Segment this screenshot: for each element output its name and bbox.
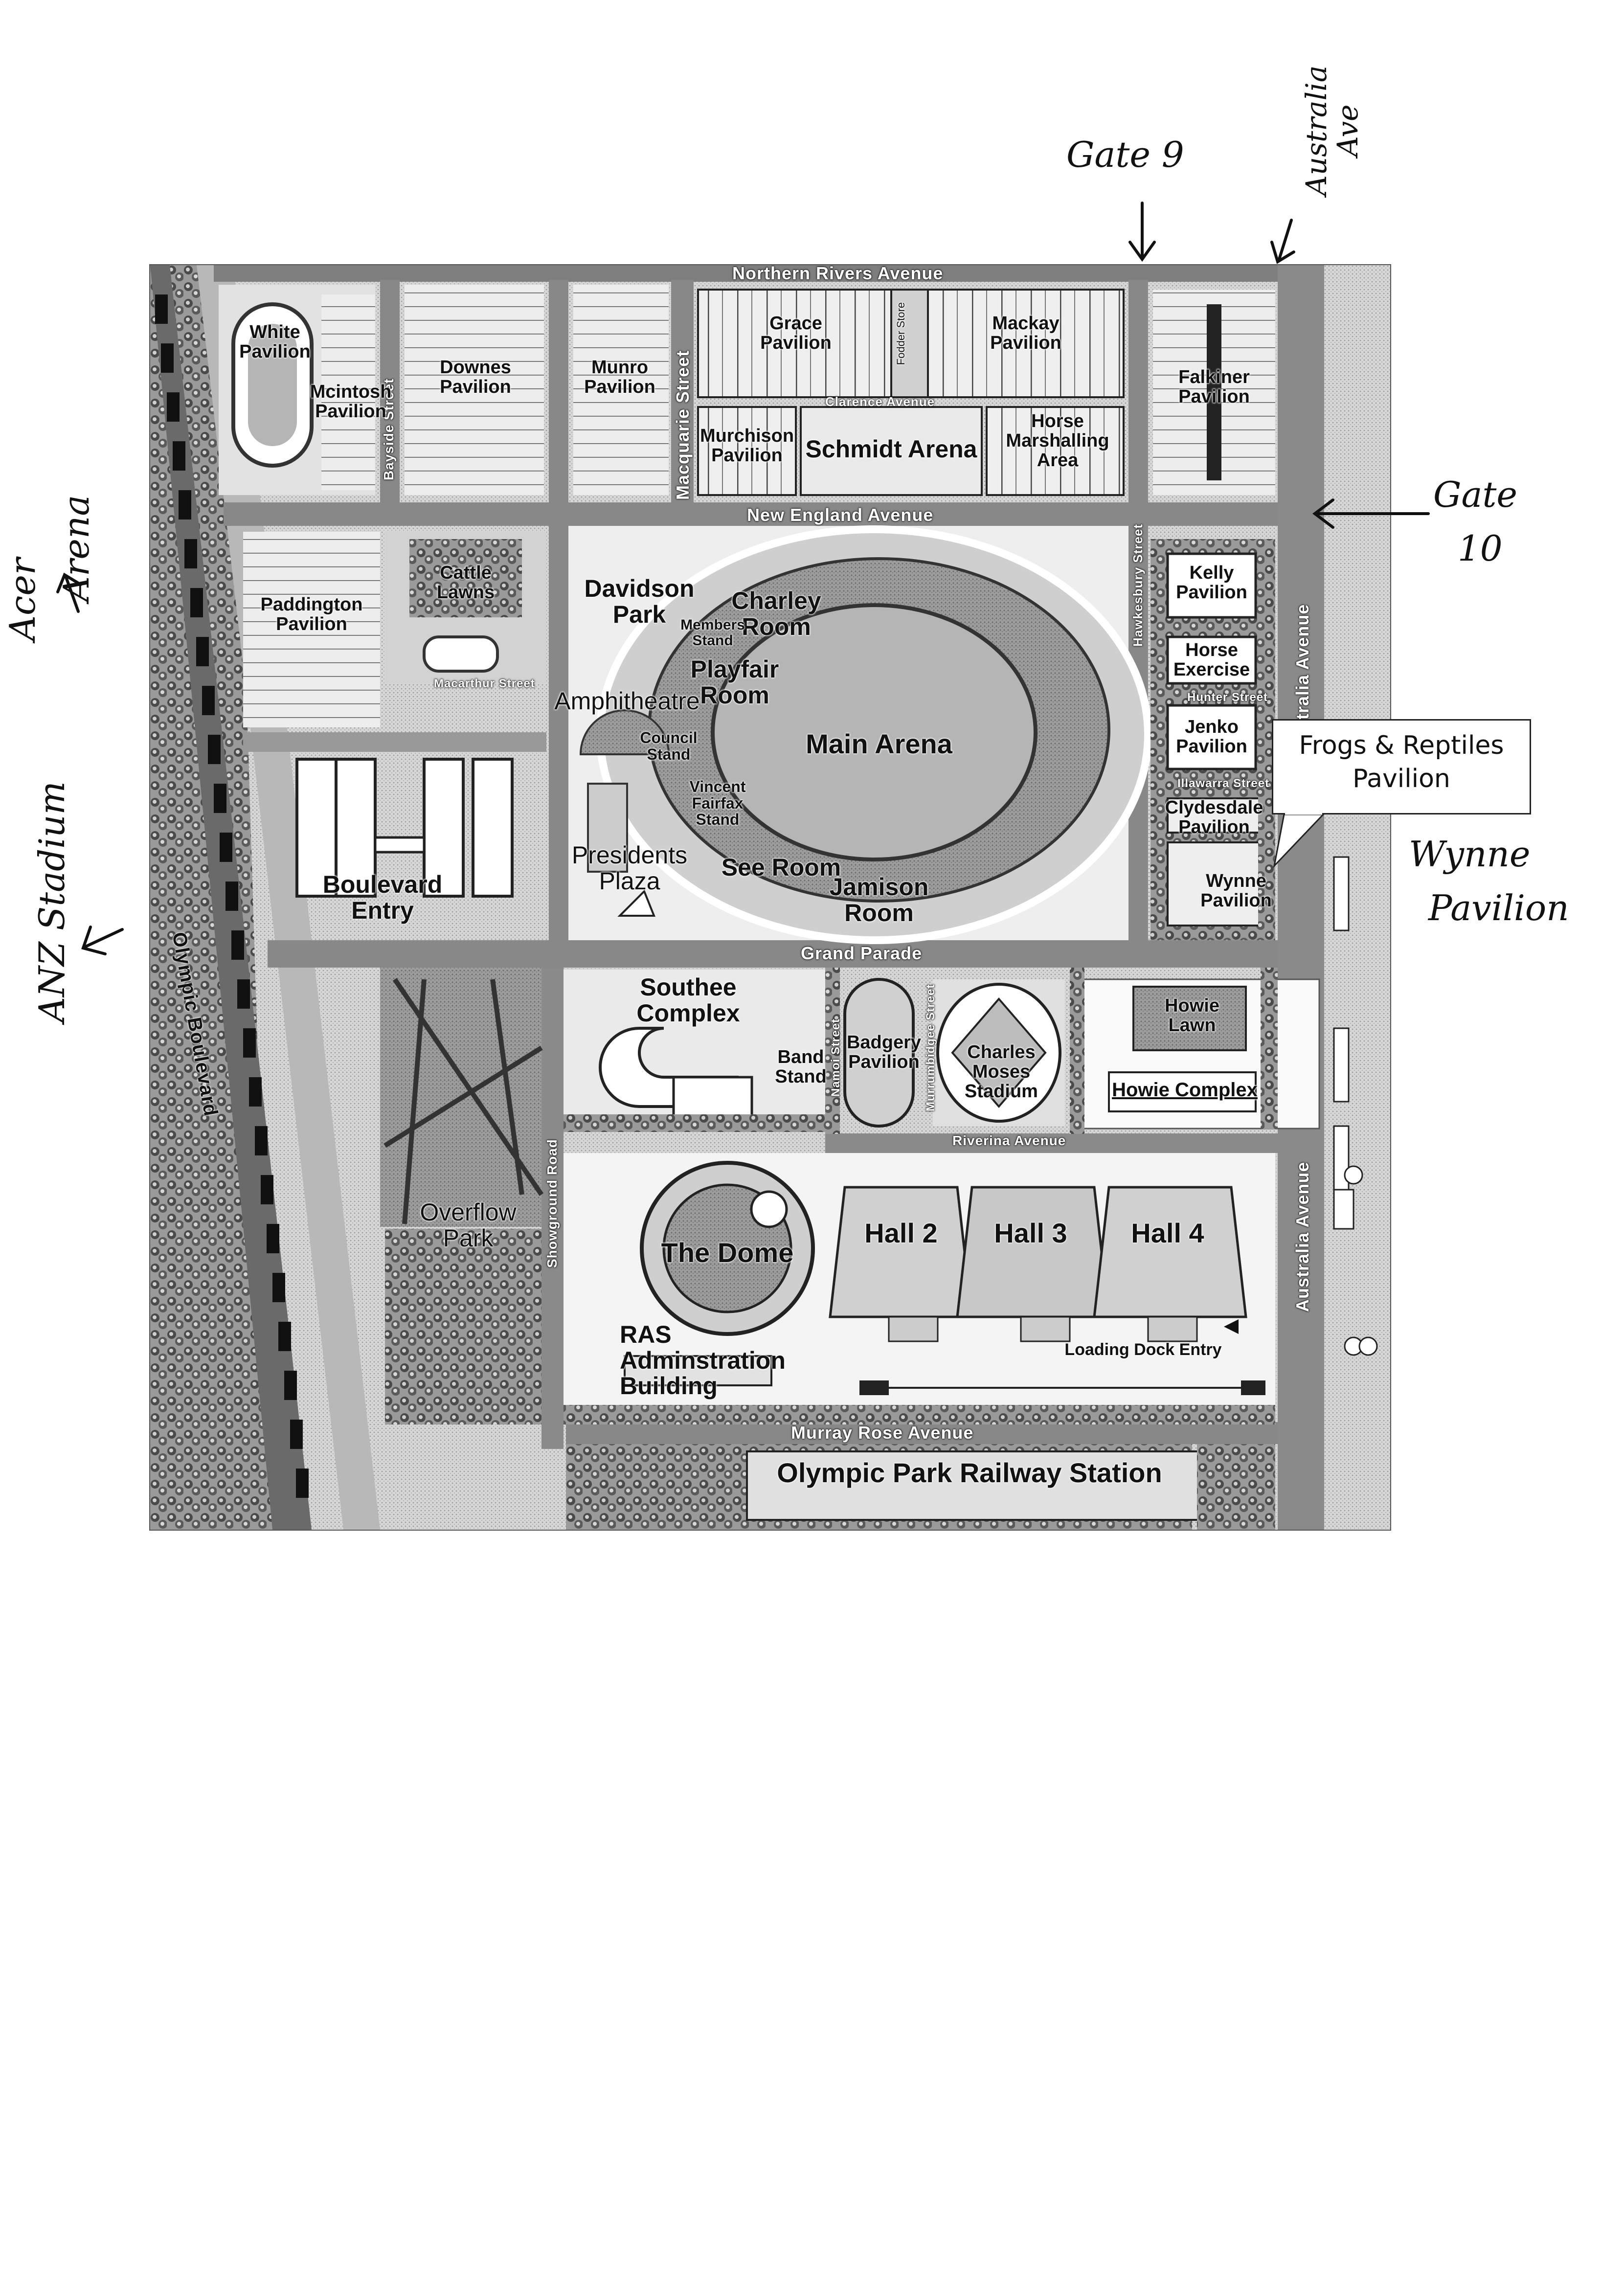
street-macarthur: Macarthur Street [434,677,535,690]
acer-arena-arrow [56,572,82,613]
label-see-room: See Room [721,854,841,881]
label-clydesdale-pavilion: Clydesdale Pavilion [1165,797,1263,837]
label-members-stand: Members Stand [680,617,745,649]
label-grace-pavilion: Grace Pavilion [760,313,832,353]
murray-rose-road [566,1422,1319,1444]
note-gate-10-b: 10 [1458,528,1503,569]
west-middle-blocks [243,532,546,898]
street-grand-parade: Grand Parade [801,943,923,963]
hawkesbury-road [1128,280,1148,940]
street-northern-rivers: Northern Rivers Avenue [732,264,944,283]
label-charley-room: Charley Room [731,587,821,640]
bayside-road [380,280,400,515]
label-howie-complex: Howie Complex [1112,1079,1258,1101]
street-clarence: Clarence Avenue [825,394,935,409]
label-paddington-pavilion: Paddington Pavilion [260,594,363,634]
label-main-arena: Main Arena [806,728,952,759]
riverina-road [825,1133,1319,1153]
note-gate-10-a: Gate [1433,474,1517,515]
label-council-stand: Council Stand [640,729,698,763]
east-middle-blocks [1150,539,1275,940]
label-white-pavilion: White Pavilion [239,322,311,362]
street-hunter: Hunter Street [1187,691,1268,704]
overflow-park [385,1229,541,1424]
label-horse-marshalling: Horse Marshalling Area [1006,411,1109,471]
horse-exercise-block [1166,635,1257,685]
south-blocks [380,968,1320,1227]
note-pavilion: Pavilion [1428,887,1569,928]
label-howie-lawn: Howie Lawn [1165,995,1219,1036]
grand-parade-road [268,940,1319,968]
callout-text: Frogs & Reptiles Pavilion [1299,731,1504,793]
street-new-england: New England Avenue [747,505,934,525]
australia-ave-road [1278,265,1324,1530]
street-murray-rose: Murray Rose Avenue [791,1423,974,1443]
jenko-pavilion-block [1166,704,1257,770]
schmidt-arena-block [800,406,983,496]
macquarie-road [671,280,694,510]
label-hall-3: Hall 3 [994,1218,1067,1248]
amphitheatre-graphic [579,709,670,755]
street-riverina: Riverina Avenue [952,1133,1066,1148]
callout-pointer [1273,814,1325,868]
label-murchison-pavilion: Murchison Pavilion [699,426,794,466]
label-badgery-pavilion: Badgery Pavilion [846,1032,922,1072]
gate-10-arrow [1312,498,1430,529]
label-ras-admin: RAS Adminstration Building [620,1321,786,1400]
gate-9-arrow [1128,202,1156,262]
label-munro-pavilion: Munro Pavilion [584,357,655,397]
label-vincent-fairfax: Vincent Fairfax Stand [689,778,746,829]
australia-ave-arrow [1270,219,1295,264]
grand-parade-west-road [549,280,568,940]
label-railway-station: Olympic Park Railway Station [777,1457,1162,1488]
label-cattle-lawns: Cattle Lawns [436,563,495,603]
label-downes-pavilion: Downes Pavilion [440,357,511,397]
label-wynne-pavilion-map: Wynne Pavilion [1200,871,1272,911]
frogs-reptiles-callout: Frogs & Reptiles Pavilion [1272,719,1531,814]
main-arena-field [711,603,1038,861]
wynne-block [1167,841,1262,927]
label-kelly-pavilion: Kelly Pavilion [1176,563,1247,603]
street-illawarra: Illawarra Street [1177,777,1270,790]
label-loading-dock: Loading Dock Entry [1064,1340,1222,1359]
label-jamison-room: Jamison Room [829,873,929,927]
showground-road [541,968,564,1530]
kelly-pavilion-block [1166,552,1257,619]
label-amphitheatre: Amphitheatre [554,687,700,715]
label-schmidt-arena: Schmidt Arena [805,435,977,463]
label-horse-exercise: Horse Exercise [1173,640,1250,680]
top-row-blocks [219,285,1275,496]
label-boulevard-entry: Boulevard Entry [322,871,443,924]
showground-map: Northern Rivers Avenue Clarence Avenue N… [149,264,1391,1531]
clydesdale-block [1167,797,1262,834]
note-wynne: Wynne [1409,834,1531,875]
note-gate-9: Gate 9 [1066,134,1184,175]
olympic-boulevard-road [197,265,380,1530]
map-graphics [150,265,1390,1530]
halls-precinct [564,1153,1275,1422]
hall-4-roof [1093,1186,1247,1318]
label-southee-complex: Southee Complex [636,973,740,1027]
rail-sleepers [155,294,309,1498]
label-falkiner-pavilion: Falkiner Pavilion [1178,367,1250,407]
label-charles-moses: Charles Moses Stadium [965,1042,1038,1102]
label-the-dome: The Dome [661,1237,794,1268]
label-hall-2: Hall 2 [864,1218,938,1248]
anz-stadium-arrow [81,926,124,955]
label-mackay-pavilion: Mackay Pavilion [990,313,1061,353]
label-hall-4: Hall 4 [1131,1218,1204,1248]
label-band-stand: Band Stand [775,1047,827,1087]
label-mcintosh-pavilion: Mcintosh Pavilion [310,382,392,422]
label-jenko-pavilion: Jenko Pavilion [1176,717,1247,757]
label-davidson-park: Davidson Park [584,575,695,628]
northern-rivers-road [214,265,1390,282]
label-presidents-plaza: Presidents Plaza [571,841,688,895]
label-overflow-park: Overflow Park [420,1198,517,1252]
label-playfair-room: Playfair Room [690,656,779,709]
